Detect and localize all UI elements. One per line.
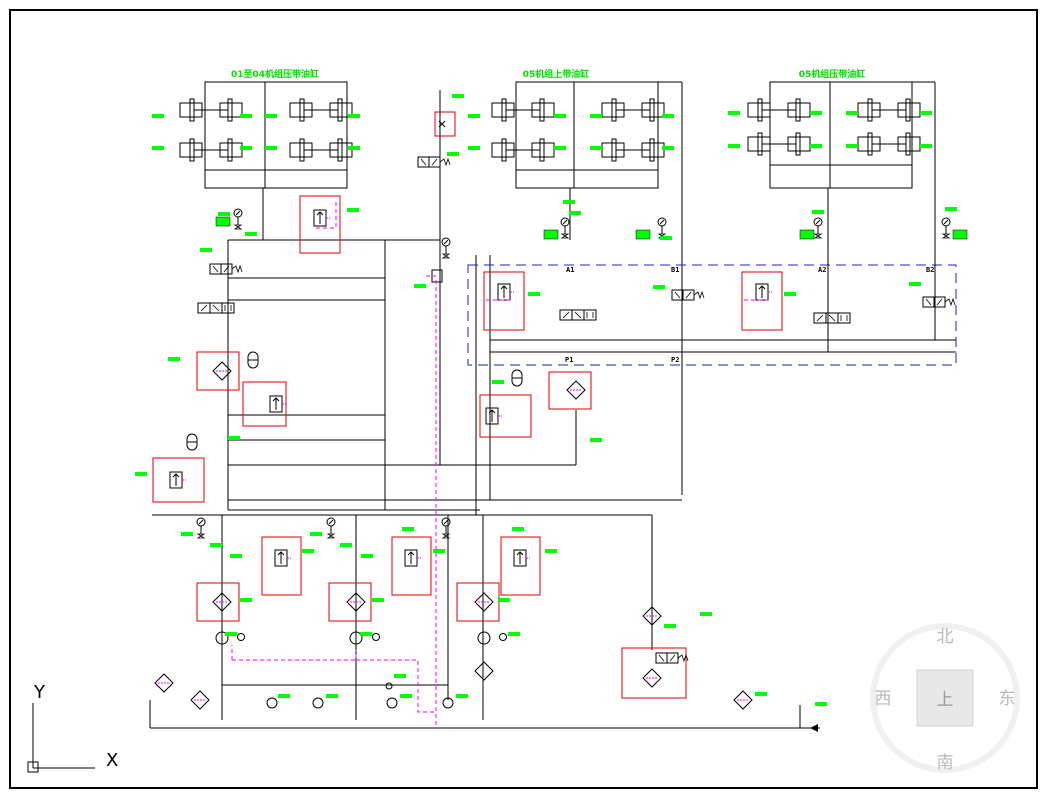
directional-valve	[813, 312, 851, 324]
highlight-box	[483, 271, 525, 331]
cylinder-group-1-title: 01至04机组压带油缸	[231, 68, 319, 80]
directional-valve	[417, 156, 451, 168]
pressure-gauge	[441, 517, 451, 539]
pressure-gauge	[441, 237, 451, 259]
cylinder	[629, 98, 665, 122]
highlight-box	[328, 582, 372, 622]
compass-west[interactable]: 西	[875, 689, 892, 709]
highlight-box	[479, 394, 532, 438]
accumulator	[247, 351, 259, 369]
compass-east[interactable]: 东	[999, 689, 1016, 709]
pump	[477, 631, 491, 645]
directional-valve	[671, 289, 705, 301]
highlight-box	[434, 111, 456, 137]
highlight-box	[741, 271, 783, 331]
cylinder	[519, 98, 555, 122]
right-circuit: A1 B1 A2 B2 P1 P2	[467, 207, 968, 366]
compass-north[interactable]: 北	[937, 627, 954, 647]
directional-valve	[559, 309, 597, 321]
pump	[349, 631, 363, 645]
port-tag: A2	[818, 266, 826, 274]
port-tag: P2	[671, 356, 679, 364]
highlight-box	[242, 381, 287, 427]
relief-valve	[513, 549, 531, 567]
filter	[566, 380, 586, 400]
group-box	[467, 264, 957, 366]
ucs-x-label: X	[106, 750, 118, 771]
directional-valve	[922, 296, 956, 308]
accumulator	[186, 433, 198, 451]
directional-valve	[197, 302, 235, 314]
relief-valve	[269, 395, 287, 413]
directional-valve	[209, 263, 243, 275]
port-tag: B1	[671, 266, 679, 274]
highlight-box	[548, 371, 592, 410]
filter	[474, 592, 494, 612]
cylinder-frame-2	[515, 81, 659, 189]
middle-circuit	[475, 200, 705, 515]
pump	[215, 631, 229, 645]
pressure-gauge	[196, 517, 206, 539]
relief-valve	[485, 407, 503, 425]
view-cube-face[interactable]	[916, 669, 974, 727]
filter	[642, 668, 662, 688]
pressure-gauge	[813, 217, 823, 239]
relief-valve	[755, 283, 773, 301]
cylinder-group-3-title: 05机组压带油缸	[799, 68, 866, 80]
view-cube-top-label[interactable]: 上	[937, 690, 954, 710]
cylinder-frame-1	[204, 81, 348, 189]
highlight-box	[196, 582, 240, 622]
cylinder-group-3: 05机组压带油缸	[728, 68, 936, 240]
highlight-box	[261, 536, 302, 596]
pressure-gauge	[560, 217, 570, 239]
cylinder	[207, 138, 243, 162]
pressure-gauge	[326, 517, 336, 539]
cylinder	[885, 132, 921, 156]
ucs-y-label: Y	[33, 682, 46, 703]
tank-symbols	[154, 673, 818, 732]
port-tag: A1	[566, 266, 574, 274]
highlight-box	[196, 351, 240, 391]
cylinder	[775, 132, 811, 156]
cylinder	[885, 98, 921, 122]
cylinder	[207, 98, 243, 122]
cylinder	[775, 98, 811, 122]
view-cube[interactable]: 上 北 南 东 西	[870, 623, 1020, 773]
relief-valve	[274, 549, 292, 567]
compass-ring	[870, 623, 1020, 773]
cylinder-group-1: 01至04机组压带油缸	[152, 68, 360, 240]
cylinder-group-2-title: 05机组上带油缸	[523, 68, 590, 80]
highlight-box	[391, 536, 432, 596]
highlight-box	[621, 647, 687, 699]
pressure-gauge	[941, 217, 951, 239]
pressure-gauge	[657, 217, 667, 239]
port-tag: B2	[926, 266, 934, 274]
ucs-icon: X Y	[27, 682, 118, 773]
highlight-box	[456, 582, 500, 622]
pressure-gauge	[233, 208, 243, 230]
highlight-box	[299, 195, 341, 254]
cylinder	[629, 138, 665, 162]
left-circuit	[135, 90, 682, 516]
pump-stations	[149, 515, 827, 732]
drawing-frame	[9, 9, 1038, 789]
compass-south[interactable]: 南	[937, 753, 954, 773]
relief-valve	[404, 549, 422, 567]
highlight-box	[500, 536, 541, 596]
cylinder	[519, 138, 555, 162]
relief-valve	[497, 283, 515, 301]
directional-valve	[655, 652, 689, 664]
relief-valve	[313, 209, 331, 227]
pilot-lines	[231, 200, 768, 728]
cylinder-frame-3	[769, 81, 913, 189]
accumulator	[511, 369, 523, 387]
cylinder-group-2: 05机组上带油缸	[468, 68, 683, 495]
highlight-box	[152, 457, 205, 503]
port-tag: P1	[565, 356, 573, 364]
relief-valve	[169, 471, 187, 489]
